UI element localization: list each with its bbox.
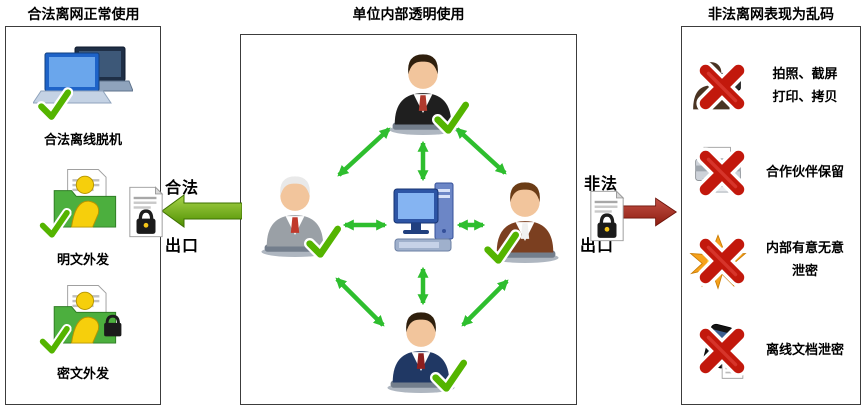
label-line: 打印、拷贝 bbox=[772, 90, 838, 105]
center-panel-title: 单位内部透明使用 bbox=[352, 7, 465, 23]
label-line: 泄密 bbox=[791, 264, 818, 279]
laptop-offline-check-icon bbox=[33, 46, 133, 123]
illegal-doc-lock-icon bbox=[588, 190, 626, 242]
red-cross-icon bbox=[693, 322, 751, 380]
check-icon bbox=[429, 355, 469, 395]
camera-person-icon bbox=[688, 55, 752, 119]
illegal-item-row: 离线文档泄密 bbox=[682, 309, 860, 393]
printer-icon bbox=[688, 141, 752, 205]
label-line: 合作伙伴保留 bbox=[765, 164, 844, 180]
illegal-item-row: 拍照、截屏 打印、拷贝 bbox=[682, 43, 860, 131]
legal-doc-lock-icon bbox=[127, 186, 165, 238]
right-panel-title: 非法离网表现为乱码 bbox=[708, 7, 834, 23]
illegal-item-label: 合作伙伴保留 bbox=[752, 162, 860, 185]
internal-use-panel bbox=[240, 34, 577, 405]
explosion-icon: ?!! bbox=[688, 229, 752, 293]
legal-offline-label: 合法离线脱机 bbox=[43, 133, 122, 148]
check-icon bbox=[303, 221, 343, 261]
computer-center bbox=[393, 181, 455, 267]
legal-word: 合法 bbox=[165, 178, 200, 197]
illegal-item-label: 拍照、截屏 打印、拷贝 bbox=[752, 64, 860, 110]
ciphertext-send-label: 密文外发 bbox=[56, 367, 109, 382]
label-line: 拍照、截屏 bbox=[772, 67, 838, 83]
check-icon bbox=[431, 97, 471, 137]
network-arrows bbox=[335, 127, 509, 327]
plaintext-send-check-icon bbox=[35, 169, 117, 243]
legal-exit-word: 出口 bbox=[165, 236, 200, 255]
arrow-top-left bbox=[337, 127, 391, 177]
illegal-item-label: 离线文档泄密 bbox=[752, 340, 860, 363]
illegal-item-row: 合作伙伴保留 bbox=[682, 137, 860, 209]
arrow-bottom-right bbox=[461, 279, 509, 327]
phone-document-icon bbox=[688, 319, 752, 383]
check-icon bbox=[481, 227, 521, 267]
label-line: 内部有意无意 bbox=[765, 241, 844, 257]
legal-export-arrow bbox=[161, 194, 242, 228]
illegal-item-row: ?!! 内部有意无意 泄密 bbox=[682, 223, 860, 299]
illegal-results-panel: 拍照、截屏 打印、拷贝 合作伙伴保留 bbox=[681, 26, 861, 405]
plaintext-send-label: 明文外发 bbox=[56, 253, 109, 268]
label-line: 离线文档泄密 bbox=[765, 342, 844, 358]
ciphertext-send-lock-check-icon bbox=[35, 285, 122, 359]
left-panel-title: 合法离网正常使用 bbox=[27, 7, 140, 23]
arrow-bottom-left bbox=[335, 277, 385, 327]
illegal-word: 非法 bbox=[584, 174, 619, 193]
red-cross-icon bbox=[693, 232, 751, 290]
red-cross-icon bbox=[693, 58, 751, 116]
illegal-item-label: 内部有意无意 泄密 bbox=[752, 238, 860, 284]
red-cross-icon bbox=[693, 144, 751, 202]
arrow-top-right bbox=[455, 127, 507, 175]
